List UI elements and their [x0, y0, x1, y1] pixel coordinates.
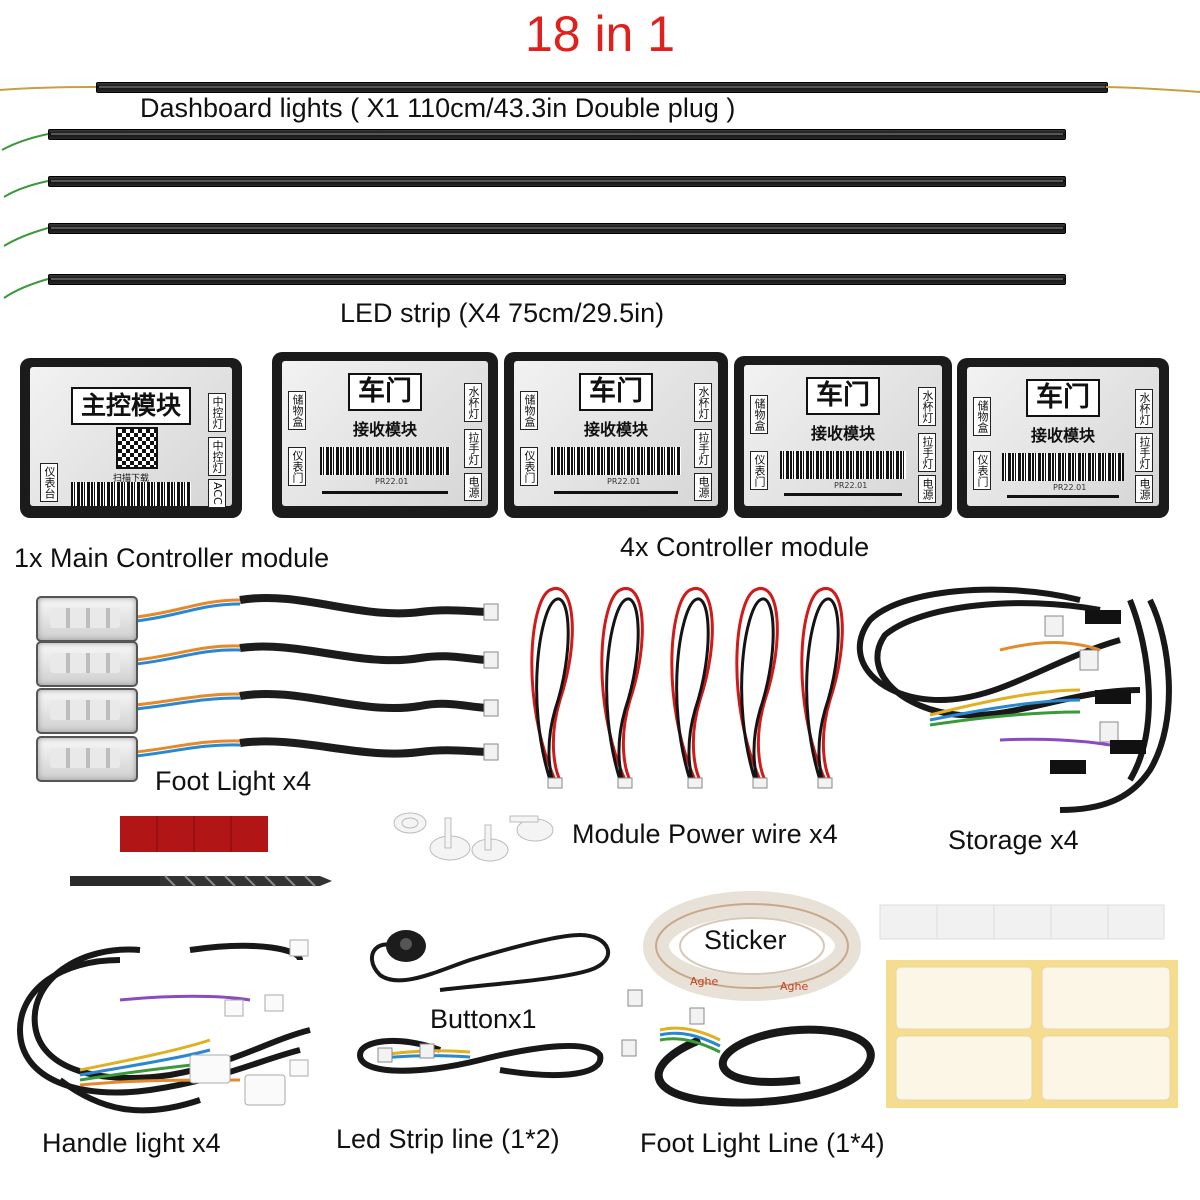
- door-module-tag-5: 电源: [464, 473, 482, 501]
- door-module-tag-4: 拉手灯: [918, 433, 936, 472]
- door-module-subtitle: 接收模块: [810, 424, 875, 443]
- main-module-title: 主控模块: [70, 387, 192, 425]
- led-strip-1: [48, 129, 1066, 140]
- door-module-tag-1: 储物盒: [288, 391, 306, 430]
- door-module-tag-3: 水杯灯: [464, 383, 482, 422]
- door-module-tag-3: 水杯灯: [1135, 389, 1153, 428]
- door-module-tag-1: 储物盒: [973, 397, 991, 436]
- led-strip-2: [48, 176, 1066, 187]
- led-strip-3: [48, 223, 1066, 234]
- label-foot-light: Foot Light x4: [155, 766, 312, 796]
- door-module-subtitle: 接收模块: [1030, 426, 1095, 445]
- label-controller-module: 4x Controller module: [620, 532, 870, 562]
- door-module-line: [554, 491, 678, 494]
- door-module-barcode: [780, 451, 906, 479]
- door-module-subtitle: 接收模块: [583, 420, 648, 439]
- door-module-tag-4: 拉手灯: [1135, 433, 1153, 472]
- page-title: 18 in 1: [524, 6, 676, 62]
- door-module-title: 车门: [806, 377, 880, 415]
- svg-text:Aghe: Aghe: [780, 980, 808, 993]
- door-module-tag-1: 储物盒: [520, 391, 538, 430]
- label-led-strip: LED strip (X4 75cm/29.5in): [340, 298, 665, 328]
- foot-light-2: [36, 641, 138, 687]
- foot-light-1: [36, 596, 138, 642]
- door-module-tag-5: 电源: [918, 475, 936, 503]
- main-module-tag-2: 中控灯: [208, 393, 226, 432]
- qr-code: [116, 427, 158, 469]
- door-module-subtitle: 接收模块: [352, 420, 417, 439]
- door-module-code: PR22.01: [607, 477, 641, 486]
- door-module-code: PR22.01: [375, 477, 409, 486]
- door-module-barcode: [1002, 453, 1124, 481]
- foot-light-4: [36, 736, 138, 782]
- door-module-tag-1: 储物盒: [750, 395, 768, 434]
- svg-text:Aghe: Aghe: [690, 975, 718, 988]
- door-module-title: 车门: [1026, 379, 1100, 417]
- door-module-tag-3: 水杯灯: [694, 383, 712, 422]
- door-module-code: PR22.01: [834, 481, 868, 490]
- label-module-power-wire: Module Power wire x4: [572, 819, 838, 849]
- led-strip-4: [48, 274, 1066, 285]
- door-module-tag-2: 仪表门: [520, 447, 538, 486]
- label-foot-light-line: Foot Light Line (1*4): [640, 1128, 885, 1158]
- door-module-tag-3: 水杯灯: [918, 387, 936, 426]
- label-handle-light: Handle light x4: [42, 1128, 221, 1158]
- door-module-barcode: [320, 447, 450, 475]
- door-module-2: 车门 接收模块 PR22.01 储物盒 仪表门 水杯灯 拉手灯 电源: [504, 352, 728, 518]
- door-module-tag-5: 电源: [694, 473, 712, 501]
- door-module-line: [322, 491, 448, 494]
- door-module-tag-4: 拉手灯: [464, 429, 482, 468]
- door-module-tag-4: 拉手灯: [694, 429, 712, 468]
- foot-light-3: [36, 688, 138, 734]
- door-module-tag-2: 仪表门: [973, 451, 991, 490]
- door-module-title: 车门: [348, 373, 422, 411]
- scan-text: 扫描下载: [112, 474, 149, 484]
- main-controller-module: 主控模块 扫描下载 仪表台 中控灯 中控灯 ACC: [20, 358, 242, 518]
- label-dashboard-lights: Dashboard lights ( X1 110cm/43.3in Doubl…: [140, 93, 736, 123]
- label-main-controller: 1x Main Controller module: [14, 543, 330, 573]
- door-module-tag-2: 仪表门: [288, 447, 306, 486]
- door-module-1: 车门 接收模块 PR22.01 储物盒 仪表门 水杯灯 拉手灯 电源: [272, 352, 498, 518]
- main-module-barcode: [71, 482, 191, 506]
- door-module-3: 车门 接收模块 PR22.01 储物盒 仪表门 水杯灯 拉手灯 电源: [734, 356, 952, 518]
- door-module-line: [784, 493, 902, 496]
- door-module-line: [1007, 495, 1119, 498]
- label-led-strip-line: Led Strip line (1*2): [336, 1124, 560, 1154]
- main-module-tag-4: ACC: [208, 479, 226, 508]
- door-module-tag-2: 仪表门: [750, 451, 768, 490]
- label-button: Buttonx1: [430, 1004, 537, 1034]
- door-module-barcode: [551, 447, 681, 475]
- door-module-tag-5: 电源: [1135, 475, 1153, 503]
- door-module-4: 车门 接收模块 PR22.01 储物盒 仪表门 水杯灯 拉手灯 电源: [957, 358, 1169, 518]
- label-storage: Storage x4: [948, 825, 1079, 855]
- door-module-title: 车门: [579, 373, 653, 411]
- main-module-tag-1: 仪表台: [40, 463, 58, 502]
- door-module-code: PR22.01: [1053, 483, 1087, 492]
- label-sticker: Sticker: [704, 925, 787, 955]
- main-module-tag-3: 中控灯: [208, 437, 226, 476]
